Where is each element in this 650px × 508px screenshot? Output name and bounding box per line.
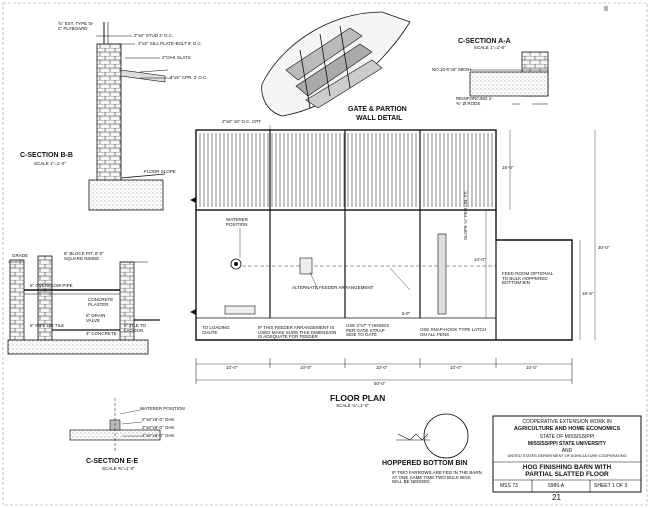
dim-feed-room-depth: 18'-6" xyxy=(582,291,594,296)
title-block-org: UNITED STATES DEPARTMENT OF AGRICULTURE … xyxy=(507,454,627,458)
section-aa-scale: SCALE 1"=1'-0" xyxy=(474,45,506,50)
section-bb-note: FLOOR SLOPE xyxy=(144,169,176,174)
section-ee-scale: SCALE ⅜"=1'-0" xyxy=(102,466,135,471)
dim-width: 10'-0" xyxy=(376,365,388,370)
title-block-frame xyxy=(492,415,642,493)
section-bb-note: 4"x6" CPR. 2' O.C. xyxy=(170,75,208,80)
section-bb-note: ⅝" EXT. TYPE 'B-C' PLYBOARD xyxy=(58,21,94,31)
section-aa-title: C-SECTION A-A xyxy=(458,38,511,45)
section-bb-title: C-SECTION B-B xyxy=(20,152,73,159)
floor-plan-drawing xyxy=(190,125,596,384)
section-cc-note: 6" DRAIN VALVE xyxy=(86,313,106,323)
section-ee-note: WATERER POSITION xyxy=(140,406,185,411)
title-block-org: MISSISSIPPI STATE UNIVERSITY xyxy=(527,441,607,447)
page-number: 21 xyxy=(552,493,561,502)
section-aa-note: REINFORCING 2-⅜" Ø RODS xyxy=(456,96,493,106)
section-ee-note: 2"x6"x6'-0" OAK xyxy=(142,425,175,430)
latch-note: USE SNAP-HOOK TYPE LATCH ON ALL PENS xyxy=(420,327,487,337)
chute-label: TO LOADING CHUTE xyxy=(202,325,230,335)
section-ee-drawing xyxy=(69,398,161,452)
dim-slat-depth: 16'-0" xyxy=(502,165,514,170)
title-block-org: AND xyxy=(561,448,573,454)
section-bb-note: 2"OAK SLATS xyxy=(162,55,191,60)
section-cc-note: 8" BLOCK PIT, 8'-0" SQUARE INSIDE xyxy=(64,251,104,261)
gate-detail-title: GATE & PARTION xyxy=(348,106,407,113)
hopper-drawing xyxy=(396,413,469,459)
floor-plan-scale: SCALE ⅛"=1'-0" xyxy=(336,403,369,408)
dim-overall-width: 50'-0" xyxy=(374,381,386,386)
section-aa-note: NO.10-6"x6" MESH xyxy=(432,67,472,72)
hopper-title: HOPPERED BOTTOM BIN xyxy=(382,460,468,467)
plan-code: MSS 73 xyxy=(500,483,518,489)
project-subtitle: PARTIAL SLATTED FLOOR xyxy=(525,471,609,478)
section-cc-note: 6" OVERFLOW PIPE xyxy=(30,283,73,288)
section-ee-title: C-SECTION E-E xyxy=(86,458,139,465)
section-cc-note: 6" PIPE OR TILE xyxy=(30,323,65,328)
dim-width: 10'-0" xyxy=(300,365,312,370)
dim-width: 10'-0" xyxy=(526,365,538,370)
feeder-note: IF THIS FEEDER ARRANGEMENT IS USED MAKE … xyxy=(258,325,337,339)
section-bb-note: 2"x6" SILL PLATE-BOLT 6' O.C. xyxy=(138,41,202,46)
hinge-note: USE 2"x7" T HINGES PER GATE STRAP SIDE T… xyxy=(346,323,390,337)
dim-width: 10'-0" xyxy=(450,365,462,370)
section-bb-scale: SCALE 1"=1'-0" xyxy=(34,161,66,166)
title-block-org: STATE OF MISSISSIPPI xyxy=(539,434,595,440)
dim-width: 10'-0" xyxy=(226,365,238,370)
section-cc-note: 4" CONCRETE xyxy=(86,331,117,336)
sheet-number: SHEET 1 OF 3 xyxy=(594,483,628,489)
floor-plan-title: FLOOR PLAN xyxy=(330,393,386,403)
corner-mark: II xyxy=(604,6,608,13)
feed-room-label: FEED ROOM OPTIONAL TO BULK HOPPERED BOTT… xyxy=(502,271,554,285)
slope-label: SLOPE ¼" PER LIN. FT. xyxy=(463,190,468,240)
dim-overall-depth: 30'-0" xyxy=(598,245,610,250)
section-cc-note: CONCRETE PLASTER xyxy=(88,297,114,307)
gate-detail-title-2: WALL DETAIL xyxy=(356,115,403,122)
dim-pen-depth: 14'-0" xyxy=(474,257,486,262)
section-cc-note: 6" TILE TO LAGOON xyxy=(124,323,147,333)
hopper-note: IF TWO FARROWS ARE FED IN THE BARN AT ON… xyxy=(392,470,482,484)
section-bb-note: 2"x6" STUD 2' O.C. xyxy=(134,33,174,38)
section-cc-drawing xyxy=(7,255,160,355)
section-aa-drawing xyxy=(469,51,549,105)
section-cc-note: GRADE xyxy=(12,253,29,258)
project-title: HOG FINISHING BARN WITH xyxy=(522,464,612,471)
title-block-org: AGRICULTURE AND HOME ECONOMICS xyxy=(513,426,621,432)
section-ee-note: 2"x6"x6'-0" OAK xyxy=(142,417,175,422)
gate-detail-sketch xyxy=(261,11,411,117)
plan-number: 5986-A xyxy=(548,483,565,489)
waterer-label: WATERER POSITION xyxy=(226,217,248,227)
feeder-label: ALTERNATE FEEDER ARRANGEMENT xyxy=(292,285,374,290)
bay-label: 5-0" xyxy=(402,311,411,316)
title-block-org: COOPERATIVE EXTENSION WORK IN xyxy=(522,419,612,425)
section-ee-note: 4"x6"x6'-0" OAK xyxy=(142,433,175,438)
section-bb-drawing xyxy=(88,22,172,211)
rafter-label: 2"x6" 16" O.C. CPT. xyxy=(222,119,262,124)
